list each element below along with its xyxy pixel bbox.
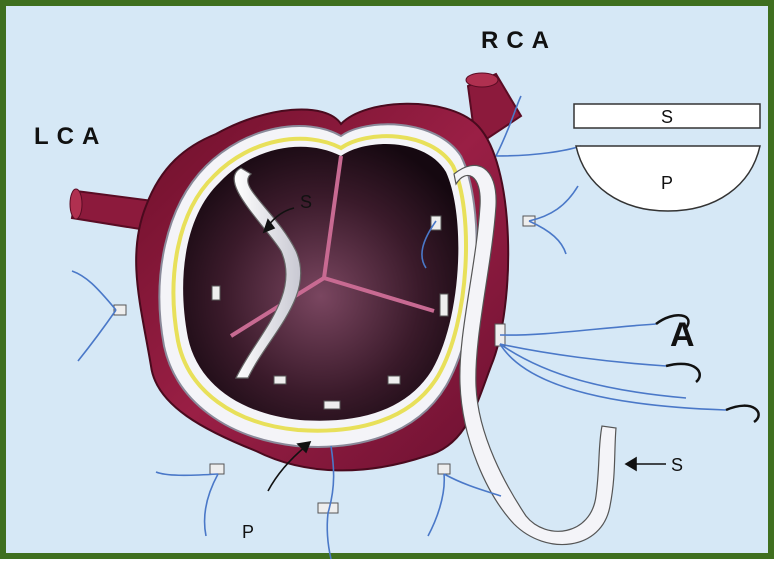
suture-set-label: A [670, 316, 695, 354]
inner-strip-label: S [300, 192, 312, 212]
pledget [212, 286, 220, 300]
pledget-ring-label: P [242, 522, 254, 542]
pledget [431, 216, 441, 230]
pledget-legend-label: P [661, 173, 673, 193]
pledget [440, 294, 448, 316]
pledget [274, 376, 286, 384]
strip-legend-label: S [661, 107, 673, 127]
pledget [438, 464, 450, 474]
rca-label: RCA [481, 27, 557, 54]
pledget [210, 464, 224, 474]
pledget [388, 376, 400, 384]
lca-label: LCA [34, 123, 107, 150]
aortic-root-diagram: LCA RCA S P S S P A [6, 6, 774, 565]
strip-tail-label: S [671, 455, 683, 475]
pledget [324, 401, 340, 409]
